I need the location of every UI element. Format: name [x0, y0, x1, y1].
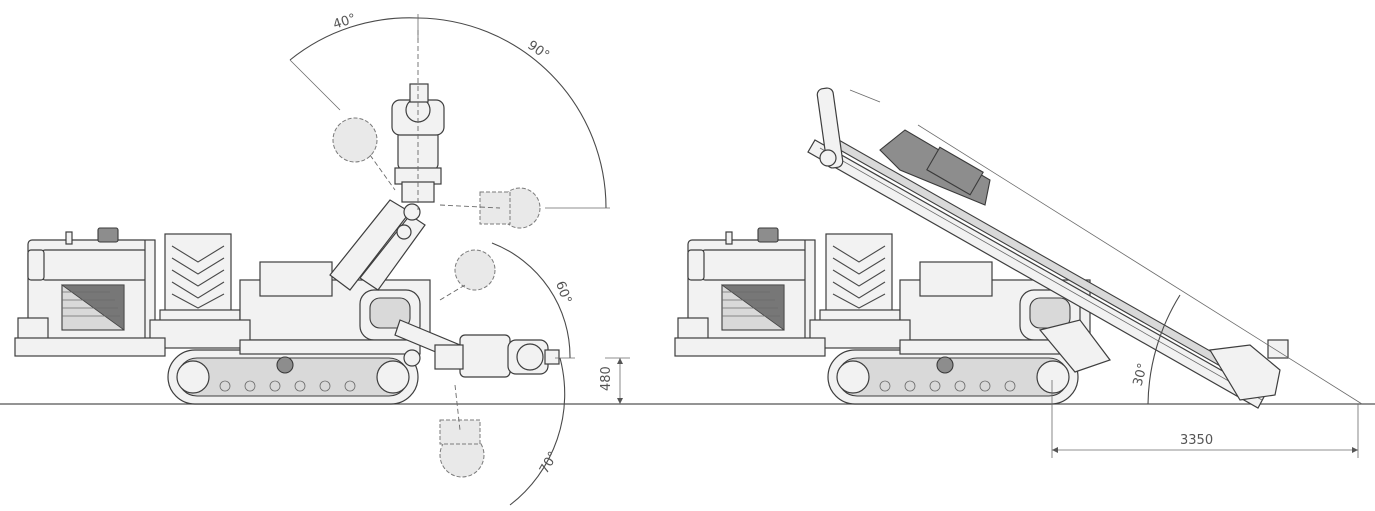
- length-label-3350: 3350: [1180, 433, 1213, 448]
- angle-label-40: 40°: [331, 11, 358, 32]
- engine-housing-right: [677, 227, 816, 349]
- drill-head-horizontal: [434, 334, 560, 378]
- ghost-drill-heads: [332, 117, 541, 478]
- angle-label-30: 30°: [1131, 362, 1151, 388]
- crawler-track: [167, 339, 421, 405]
- angle-arcs-left: [289, 14, 630, 506]
- drill-head-vertical: [391, 30, 445, 210]
- angle-label-90: 90°: [524, 38, 551, 64]
- left-drill-rig: [14, 14, 630, 506]
- boom-arm: [329, 199, 461, 367]
- radiator-block-right: [819, 233, 901, 323]
- angle-label-60: 60°: [552, 279, 574, 306]
- crawler-track-right: [827, 339, 1081, 405]
- radiator-block: [159, 233, 241, 323]
- engine-housing: [17, 227, 156, 349]
- inclined-mast: [807, 87, 1289, 409]
- right-drill-rig: [674, 87, 1363, 458]
- angle-arc-right: [917, 124, 1363, 458]
- height-label-480: 480: [599, 366, 614, 391]
